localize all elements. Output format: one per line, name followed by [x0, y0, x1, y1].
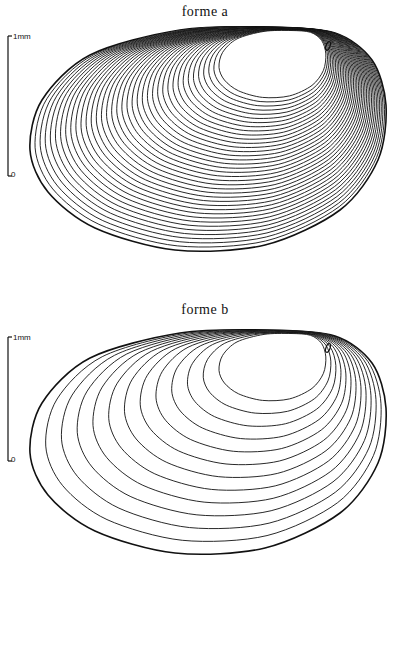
growth-line	[50, 27, 379, 235]
growth-line	[35, 27, 385, 247]
growth-line	[61, 330, 376, 528]
growth-line	[93, 331, 366, 503]
growth-line	[107, 28, 362, 189]
scale-label: 0	[11, 171, 15, 179]
growth-line	[147, 29, 348, 156]
scale-bar	[8, 36, 12, 176]
growth-line	[81, 28, 370, 210]
figure-title: forme b	[181, 303, 228, 317]
scale-label: 1mm	[13, 33, 31, 41]
growth-line	[158, 29, 346, 147]
shell-outline	[30, 27, 386, 252]
growth-line	[140, 332, 351, 465]
growth-line	[204, 30, 331, 110]
growth-line	[30, 27, 386, 252]
growth-line	[61, 27, 377, 226]
growth-line	[127, 29, 355, 173]
growth-line	[188, 30, 335, 123]
growth-line	[203, 333, 331, 413]
growth-line	[209, 30, 329, 106]
umbo-mark	[325, 343, 332, 353]
growth-line	[142, 29, 350, 160]
growth-line	[219, 333, 326, 400]
growth-line	[173, 29, 341, 135]
growth-line	[71, 27, 373, 218]
growth-line	[117, 28, 359, 180]
growth-line	[46, 330, 382, 541]
scale-label: 1mm	[13, 334, 31, 342]
growth-line	[183, 30, 337, 127]
growth-line	[219, 30, 326, 97]
figure-title: forme a	[182, 5, 229, 19]
growth-line	[77, 331, 371, 516]
growth-line	[112, 28, 360, 185]
growth-line	[153, 29, 348, 152]
growth-line	[214, 30, 328, 102]
growth-line	[178, 30, 339, 131]
scale-label: 0	[11, 456, 15, 464]
growth-line	[137, 29, 352, 164]
shell-outline	[30, 330, 386, 555]
growth-line	[124, 332, 356, 478]
growth-line	[91, 28, 366, 202]
growth-line	[193, 30, 334, 119]
growth-line	[199, 30, 333, 114]
growth-line	[168, 29, 342, 139]
umbo-mark	[325, 41, 332, 51]
growth-line	[66, 27, 375, 222]
growth-line	[30, 330, 386, 555]
growth-line	[55, 27, 378, 230]
growth-line	[187, 333, 335, 427]
growth-line	[132, 29, 354, 169]
growth-line	[172, 332, 341, 439]
growth-line	[96, 28, 365, 197]
growth-line	[163, 29, 344, 143]
growth-line	[109, 331, 361, 490]
growth-line	[45, 27, 381, 239]
scale-bar	[8, 337, 12, 461]
growth-line	[76, 28, 372, 214]
growth-line	[86, 28, 368, 206]
growth-line	[40, 27, 383, 243]
growth-line	[156, 332, 346, 452]
growth-line	[101, 28, 363, 193]
growth-line	[122, 28, 357, 176]
